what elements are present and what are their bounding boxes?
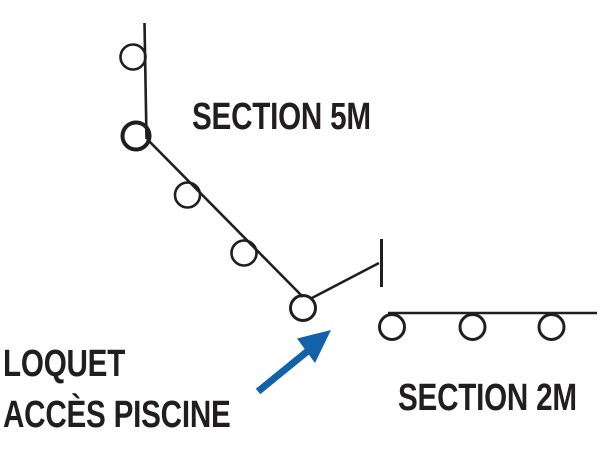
hinge-circle	[120, 120, 152, 152]
latch-arm	[309, 261, 380, 301]
latch-caption-line2: ACCÈS PISCINE	[3, 394, 231, 436]
rail-roller-circle	[173, 181, 202, 209]
latch-pivot-circle	[289, 294, 317, 322]
pointer-arrow-shaft	[255, 347, 312, 395]
section-5m-vertical-rail	[143, 22, 148, 140]
section-5m-label: SECTION 5M	[192, 96, 371, 138]
section-2m-label: SECTION 2M	[398, 377, 577, 419]
section-5m-diagonal-rail	[146, 138, 304, 298]
rail-roller-circle	[537, 313, 566, 341]
rail-roller-circle	[119, 43, 147, 71]
rail-roller-circle	[230, 239, 258, 267]
rail-roller-circle	[458, 313, 487, 341]
pointer-arrow-head	[297, 330, 331, 363]
rail-roller-circle	[378, 313, 406, 341]
latch-caption-line1: LOQUET	[3, 343, 126, 385]
